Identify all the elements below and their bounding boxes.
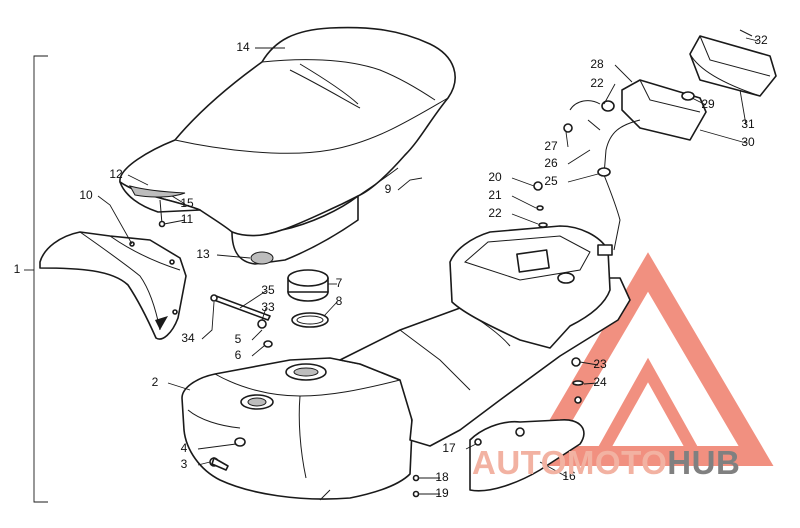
- callout-c14: 14: [236, 40, 250, 54]
- watermark-logo: AUTOMOTOHUB: [472, 444, 740, 481]
- callout-c13: 13: [196, 247, 210, 261]
- callout-c11: 11: [181, 212, 194, 226]
- callout-c8: 8: [336, 294, 343, 308]
- callout-c12: 12: [109, 167, 123, 181]
- rear-pad: [469, 419, 585, 492]
- watermark-text-moto: MOTO: [567, 444, 667, 481]
- callout-c29: 29: [701, 97, 715, 111]
- callout-c4: 4: [181, 441, 188, 455]
- callout-c25: 25: [544, 174, 558, 188]
- callout-labels: 1234567891011121314151617181920212222232…: [14, 33, 768, 500]
- callout-c16: 16: [562, 469, 576, 483]
- tail-light-assembly: [563, 29, 777, 256]
- callout-c20: 20: [488, 170, 502, 184]
- fasteners: [412, 181, 584, 498]
- watermark-text-hub: HUB: [667, 444, 740, 481]
- callout-c22b: 22: [590, 76, 604, 90]
- callout-c32: 32: [754, 33, 768, 47]
- callout-c28: 28: [590, 57, 604, 71]
- callout-c24: 24: [593, 375, 607, 389]
- fuel-tank: [181, 357, 413, 501]
- fuel-cap: [287, 269, 329, 328]
- leader-lines: [97, 37, 759, 495]
- callout-c5: 5: [235, 332, 242, 346]
- callout-c22a: 22: [488, 206, 502, 220]
- assembly-bracket: [24, 55, 48, 503]
- callout-c1: 1: [14, 262, 21, 276]
- callout-c35: 35: [261, 283, 275, 297]
- callout-c9: 9: [385, 182, 392, 196]
- callout-c18: 18: [435, 470, 449, 484]
- callout-c15: 15: [180, 196, 194, 210]
- svg-text:AUTOMOTOHUB: AUTOMOTOHUB: [472, 444, 740, 481]
- callout-c30: 30: [741, 135, 755, 149]
- callout-c26: 26: [544, 156, 558, 170]
- callout-c23: 23: [593, 357, 607, 371]
- callout-c34: 34: [181, 331, 195, 345]
- callout-c17: 17: [442, 441, 456, 455]
- callout-c21: 21: [488, 188, 502, 202]
- callout-c7: 7: [336, 276, 343, 290]
- callout-c2: 2: [152, 375, 159, 389]
- callout-c6: 6: [235, 348, 242, 362]
- callout-c27: 27: [544, 139, 558, 153]
- callout-c19: 19: [435, 486, 449, 500]
- callout-c31: 31: [741, 117, 755, 131]
- callout-c33: 33: [261, 300, 275, 314]
- watermark-text-auto: AUTO: [472, 444, 567, 481]
- side-panel: [39, 231, 187, 340]
- seat-assembly: [119, 26, 456, 265]
- callout-c3: 3: [181, 457, 188, 471]
- callout-c10: 10: [79, 188, 93, 202]
- storage-box: [449, 225, 611, 349]
